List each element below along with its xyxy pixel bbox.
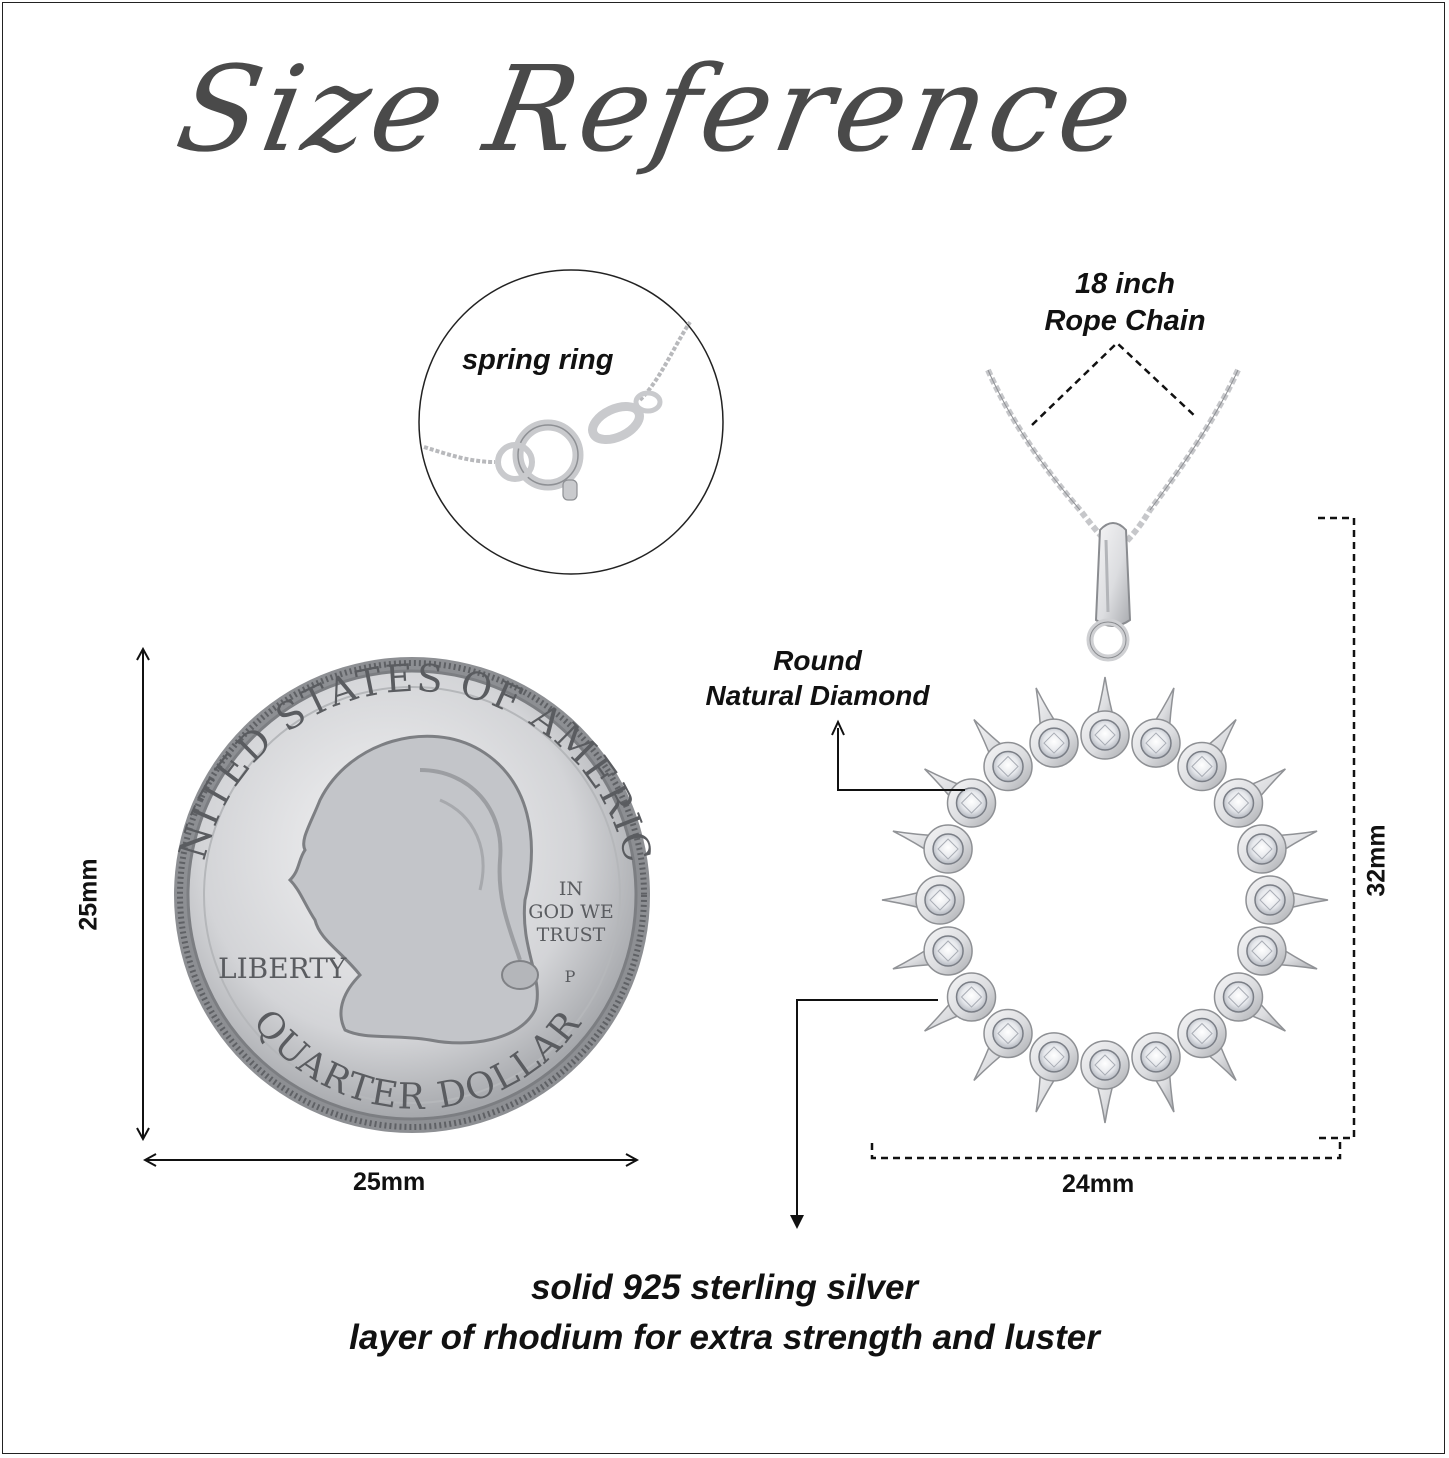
diamond-facet [960, 792, 983, 814]
diamond-callout-line [837, 728, 965, 791]
pendant-diamond [1089, 1049, 1121, 1081]
pendant-diamond [932, 833, 964, 865]
material-callout-line [796, 999, 938, 1218]
pendant-diamond [1038, 1041, 1070, 1073]
diamond-facet [1259, 889, 1281, 911]
pendant-diamond [924, 884, 956, 916]
diamond-facet [960, 986, 983, 1008]
pendant-height-guide [1316, 516, 1356, 1140]
coin-height-label: 25mm [74, 858, 103, 931]
material-callout-arrowhead [790, 1215, 804, 1229]
chain-type-line-2: Rope Chain [1044, 305, 1206, 337]
clasp-inset [418, 269, 724, 575]
coin-liberty: LIBERTY [218, 952, 347, 985]
stone-label: Round Natural Diamond [690, 643, 945, 713]
pendant-width-guide [870, 1140, 1342, 1160]
pendant-diamond [1140, 1041, 1172, 1073]
pendant-diamond [1222, 981, 1255, 1013]
pendant-diamond [992, 750, 1024, 783]
material-description: solid 925 sterling silver layer of rhodi… [0, 1263, 1449, 1363]
diamond-facet [1043, 1046, 1065, 1068]
diamond-facet [1227, 792, 1250, 814]
diamond-facet [1145, 1046, 1167, 1068]
material-line-1: solid 925 sterling silver [530, 1268, 919, 1307]
diamond-facet [1227, 986, 1250, 1008]
diamond-facet [997, 1022, 1019, 1045]
pendant-bail [1086, 522, 1132, 662]
pendant-diamond [1089, 719, 1121, 751]
pendant-height-label: 32mm [1362, 824, 1391, 897]
pendant-diamond [992, 1017, 1024, 1050]
diamond-facet [1094, 1054, 1116, 1076]
stone-label-line-2: Natural Diamond [705, 680, 930, 711]
pendant-diamond [1038, 727, 1070, 759]
pendant-diamond [1246, 935, 1278, 967]
diamond-facet [1094, 724, 1116, 746]
pendant-diamond [1254, 884, 1286, 916]
coin-width-label: 25mm [353, 1168, 426, 1196]
material-line-2: layer of rhodium for extra strength and … [349, 1318, 1100, 1357]
diamond-facet [1145, 732, 1167, 754]
pendant-diamond [955, 787, 988, 819]
pendant-width-label: 24mm [1062, 1170, 1135, 1198]
diamond-facet [1251, 940, 1273, 962]
chain-length-line-1: 18 inch [1075, 268, 1175, 300]
rope-chain [985, 368, 1241, 551]
pendant-diamond [1246, 833, 1278, 865]
diamond-facet [929, 889, 951, 911]
diamond-facet [937, 940, 959, 962]
pendant-diamond [932, 935, 964, 967]
diamond-callout-arrowhead [831, 719, 845, 736]
pendant-diamond [1186, 1017, 1218, 1050]
chain-length-guide [1031, 341, 1198, 426]
diamond-facet [937, 838, 959, 860]
coin-motto-line-2: GOD WE [528, 901, 613, 923]
diamond-facet [997, 755, 1019, 778]
coin-mint-mark: P [565, 967, 576, 986]
diamond-facet [1251, 838, 1273, 860]
clasp-label: spring ring [462, 344, 614, 376]
coin-motto-line-1: IN [559, 878, 583, 900]
pendant-diamond [1140, 727, 1172, 759]
stone-label-line-1: Round [773, 645, 862, 676]
diamond-facet [1191, 755, 1213, 778]
sun-pendant [881, 676, 1329, 1124]
chain-length-label: 18 inch Rope Chain [1030, 266, 1220, 340]
coin-motto-line-3: TRUST [537, 924, 606, 946]
pendant-diamond [1186, 750, 1218, 783]
diamond-facet [1191, 1022, 1213, 1045]
diamond-facet [1043, 732, 1065, 754]
pendant-diamond [955, 981, 988, 1013]
pendant-diamond [1222, 787, 1255, 819]
